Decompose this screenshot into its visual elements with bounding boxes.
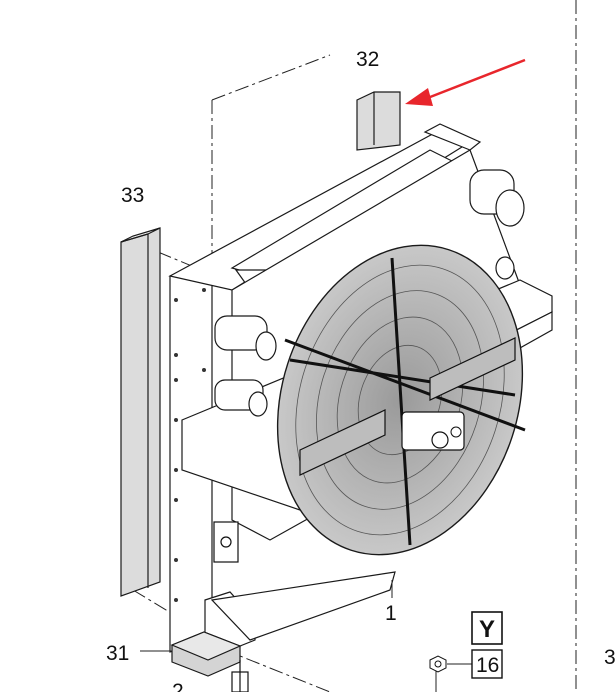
callout-33: 33	[121, 184, 144, 207]
callout-1: 1	[385, 602, 397, 625]
part-16-nut-icon	[429, 655, 447, 673]
view-marker-label: Y	[479, 616, 495, 643]
callout-32: 32	[356, 48, 379, 71]
red-pointer-arrow	[405, 58, 526, 106]
part-31-foam-block	[170, 631, 242, 677]
callout-16-box	[471, 649, 503, 679]
inlet-outlet-pipes	[214, 315, 277, 417]
fan-assembly	[276, 244, 526, 556]
side-plate-bolts	[174, 288, 206, 602]
part-33-seal-strip	[120, 227, 161, 597]
side-bracket	[213, 521, 239, 563]
callout-3: 3	[604, 646, 616, 669]
callout-2: 2	[172, 680, 184, 692]
part-2-bolt	[231, 660, 249, 692]
callout-16: 16	[476, 654, 499, 677]
view-marker-box: Y	[471, 611, 503, 645]
shroud-slots	[299, 337, 516, 476]
callout-31: 31	[106, 642, 129, 665]
part-32-seal-strip	[356, 91, 401, 151]
top-right-pipe	[469, 169, 525, 280]
